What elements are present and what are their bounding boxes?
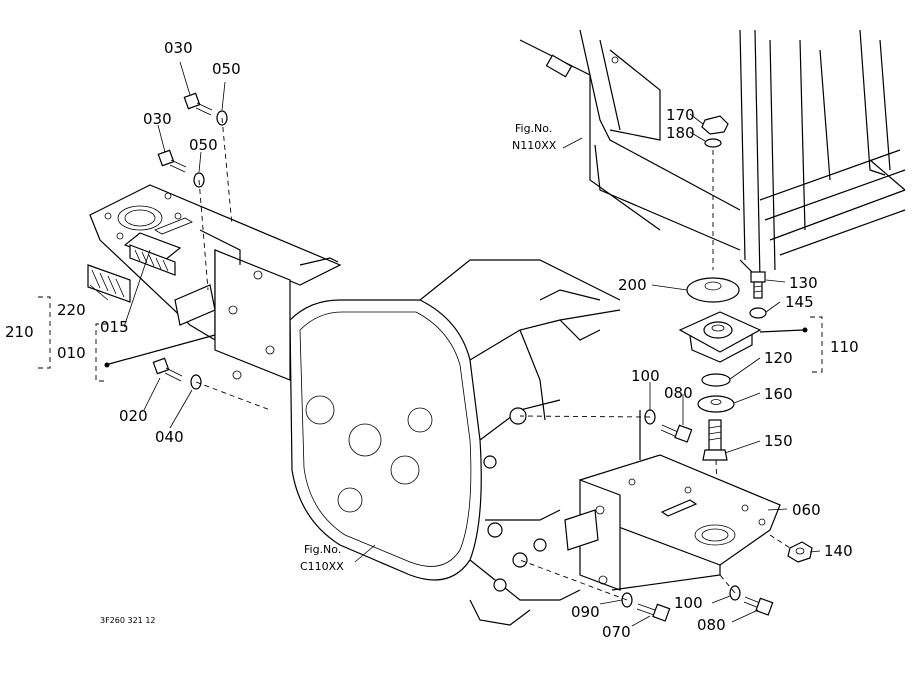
bolt-150: [702, 419, 728, 461]
bolt-030-upper: [183, 92, 213, 116]
group-bracket-010: [95, 323, 108, 382]
bracket-bolt-hole: [174, 212, 182, 220]
shim-pad: [129, 244, 176, 276]
fig-ref-lower-label: Fig.No.: [304, 543, 341, 556]
callout-090: 090: [571, 603, 600, 621]
cabin-latch: [545, 54, 573, 78]
nut-170: [701, 115, 729, 135]
bracket-pointer-dot: [104, 362, 110, 368]
callout-080-upper: 080: [664, 384, 693, 402]
callout-020: 020: [119, 407, 148, 425]
housing-boss: [487, 522, 503, 538]
bracket-hole: [694, 524, 736, 546]
left-bracket-assembly: [87, 184, 342, 381]
bracket-bolt-hole: [228, 305, 238, 315]
bolt-080-lower: [743, 596, 774, 616]
housing-boss: [512, 552, 528, 568]
callout-140: 140: [824, 542, 853, 560]
callout-120: 120: [764, 349, 793, 367]
nut-140: [787, 541, 813, 563]
callout-210: 210: [5, 323, 34, 341]
bolt-130: [750, 271, 766, 299]
housing-boss: [509, 407, 527, 425]
bracket-bolt-hole: [104, 212, 112, 220]
left-fasteners: [104, 92, 271, 411]
callout-150: 150: [764, 432, 793, 450]
housing-bore: [305, 395, 335, 425]
housing-bore: [407, 407, 433, 433]
figure-references: Fig.No. N110XX Fig.No. C110XX: [300, 122, 557, 573]
right-bracket-tab: [564, 509, 599, 551]
bracket-hole-inner: [124, 209, 156, 227]
drawing-code: 3F260 321 12: [100, 616, 156, 625]
callout-145: 145: [785, 293, 814, 311]
washer-180: [704, 138, 722, 148]
bracket-bolt-hole: [232, 370, 242, 380]
bracket-bolt-hole: [116, 232, 124, 240]
leader-lines: [89, 61, 821, 627]
transmission-housing: [289, 259, 621, 626]
bracket-tab: [174, 284, 216, 326]
callout-070: 070: [602, 623, 631, 641]
callout-030-lower: 030: [143, 110, 172, 128]
washer-160: [697, 395, 735, 413]
bracket-bolt-hole: [265, 345, 275, 355]
housing-boss: [483, 455, 497, 469]
right-fasteners: [519, 409, 774, 622]
right-bracket-assembly: [564, 410, 813, 591]
housing-bore: [390, 455, 420, 485]
group-bracket-210: [38, 296, 51, 369]
callout-160: 160: [764, 385, 793, 403]
callout-110: 110: [830, 338, 859, 356]
bolt-030-lower: [157, 149, 187, 173]
callout-050-upper: 050: [212, 60, 241, 78]
bracket-side-plate: [214, 249, 291, 381]
cabin-outline: [519, 29, 906, 281]
mount-pointer-dot: [802, 327, 808, 333]
housing-bore: [348, 423, 382, 457]
callout-010: 010: [57, 344, 86, 362]
callout-100-upper: 100: [631, 367, 660, 385]
bracket-bolt-hole: [164, 192, 172, 200]
washer-120: [701, 373, 731, 387]
callout-220: 220: [57, 301, 86, 319]
housing-bore: [337, 487, 363, 513]
callout-100-lower: 100: [674, 594, 703, 612]
callout-080-lower: 080: [697, 616, 726, 634]
bolt-020: [152, 357, 183, 382]
shim-220: [87, 264, 131, 303]
callout-030-upper: 030: [164, 39, 193, 57]
bracket-bolt-hole: [253, 270, 263, 280]
callout-050-lower: 050: [189, 136, 218, 154]
callout-015: 015: [100, 318, 129, 336]
bracket-hole: [117, 205, 163, 231]
washer-145: [749, 307, 767, 319]
callout-200: 200: [618, 276, 647, 294]
bolt-070: [636, 603, 671, 622]
callout-060: 060: [792, 501, 821, 519]
cabin-rivet: [611, 56, 619, 64]
fig-ref-upper-code: N110XX: [512, 139, 557, 152]
bolt-080-upper: [660, 424, 693, 443]
callout-170: 170: [666, 106, 695, 124]
callout-040: 040: [155, 428, 184, 446]
callout-labels: 030 050 030 050 220 210 015 010 020 040 …: [5, 39, 859, 641]
housing-boss: [493, 578, 507, 592]
housing-boss: [533, 538, 547, 552]
fig-ref-lower-code: C110XX: [300, 560, 344, 573]
group-bracket-110: [810, 316, 823, 373]
callout-130: 130: [789, 274, 818, 292]
fig-ref-upper-label: Fig.No.: [515, 122, 552, 135]
callout-180: 180: [666, 124, 695, 142]
